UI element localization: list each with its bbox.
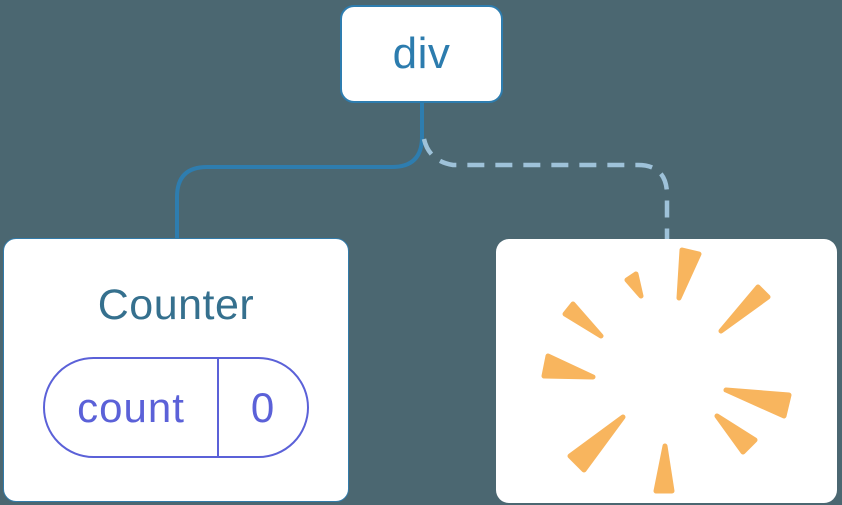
solid-connector-line xyxy=(175,103,424,240)
state-pill: count 0 xyxy=(43,357,309,458)
div-node-label: div xyxy=(392,29,451,78)
tree-node-div: div xyxy=(340,5,503,103)
dashed-connector-line xyxy=(421,138,670,240)
tree-node-counter: Counter count 0 xyxy=(3,238,349,502)
state-key-label: count xyxy=(45,359,219,456)
poof-rays xyxy=(541,247,792,494)
state-value: 0 xyxy=(250,383,276,431)
poof-starburst-icon xyxy=(541,247,792,494)
tree-node-removed xyxy=(496,239,837,503)
counter-title: Counter xyxy=(97,281,255,329)
